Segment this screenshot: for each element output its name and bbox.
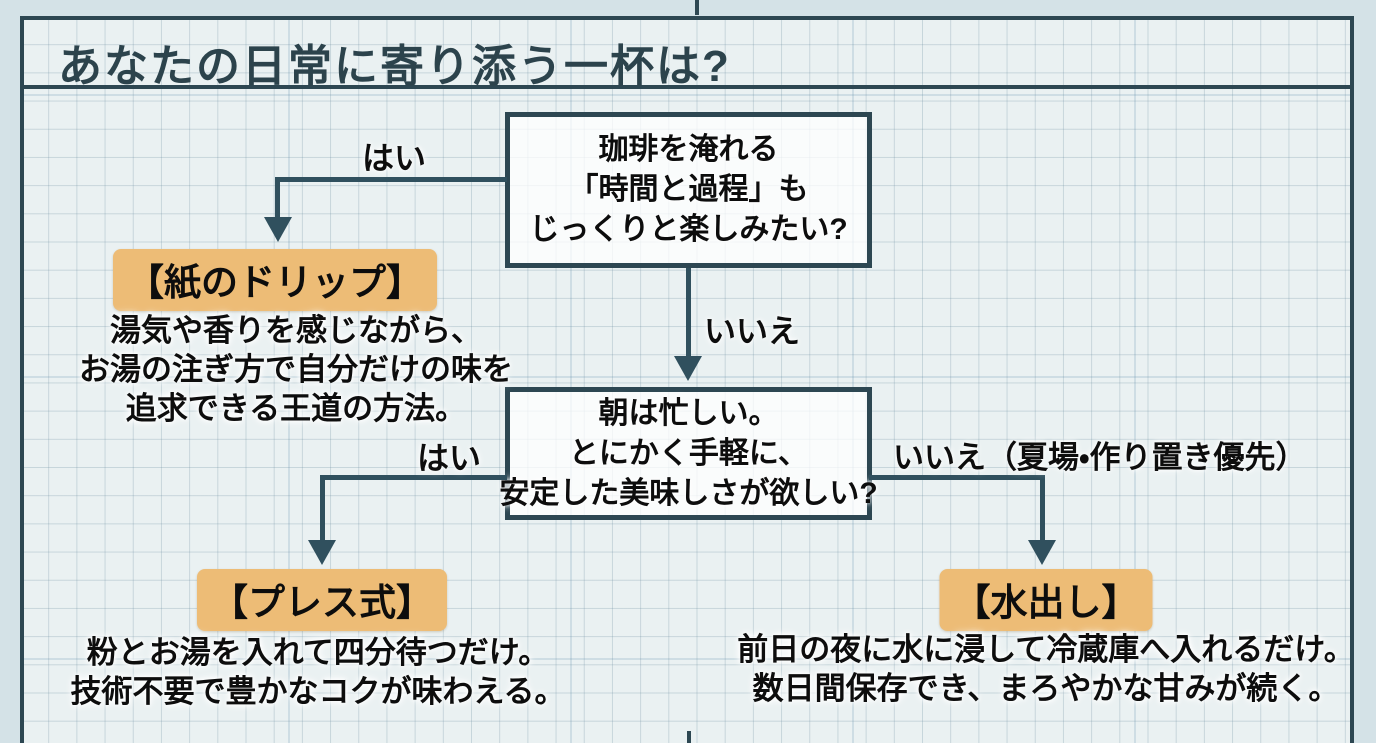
paper-drip-desc-line-3: 追求できる王道の方法。	[125, 391, 467, 426]
top-center-mark	[695, 0, 699, 15]
arrow-down-icon	[1028, 540, 1056, 565]
press-desc-line-1: 粉とお湯を入れて四分待つだけ。	[86, 635, 550, 670]
press-desc-line-2: 技術不要で豊かなコクが味わえる。	[70, 674, 566, 709]
page-title: あなたの日常に寄り添う一杯は?	[58, 42, 731, 91]
paper-drip-desc-line-2: お湯の注ぎ方で自分だけの味を	[79, 352, 513, 387]
paper-drip-desc-line-1: 湯気や香りを感じながら、	[110, 313, 482, 348]
decision-1-line-3: じっくりと楽しみたい?	[529, 213, 848, 246]
outcome-label-press: 【プレス式】	[197, 569, 447, 631]
bottom-center-mark	[687, 731, 691, 743]
connector-d1-yes-vertical	[275, 177, 280, 219]
decision-box-1: 珈琲を淹れる 「時間と過程」も じっくりと楽しみたい?	[505, 112, 872, 268]
cold-brew-desc-line-2: 数日間保存でき、まろやかな甘みが続く。	[752, 671, 1340, 706]
decision-box-2: 朝は忙しい。 とにかく手軽に、 安定した美味しさが欲しい?	[499, 387, 878, 520]
connector-d2-yes-vertical	[320, 475, 325, 542]
decision-2-line-2: とにかく手軽に、	[568, 436, 809, 470]
decision-1-line-1: 珈琲を淹れる	[598, 133, 779, 166]
outcome-label-cold-brew: 【水出し】	[939, 569, 1153, 631]
decision-1-line-2: 「時間と過程」も	[568, 173, 809, 206]
decision-2-line-3: 安定した美味しさが欲しい?	[499, 476, 878, 510]
arrow-down-icon	[308, 540, 336, 565]
outcome-desc-cold-brew: 前日の夜に水に浸して冷蔵庫へ入れるだけ。 数日間保存でき、まろやかな甘みが続く。	[737, 630, 1355, 708]
connector-d2-no-vertical	[1040, 475, 1045, 542]
connector-d2-no-horizontal	[869, 475, 1045, 480]
outcome-desc-paper-drip: 湯気や香りを感じながら、 お湯の注ぎ方で自分だけの味を 追求できる王道の方法。	[79, 311, 513, 428]
title-separator	[20, 85, 1354, 89]
decision-2-line-1: 朝は忙しい。	[598, 396, 779, 430]
branch-label-d2-yes: はい	[417, 440, 482, 476]
outcome-desc-press: 粉とお湯を入れて四分待つだけ。 技術不要で豊かなコクが味わえる。	[70, 633, 565, 711]
connector-d1-no-vertical	[686, 268, 691, 358]
connector-d1-yes-horizontal	[275, 177, 507, 182]
arrow-down-icon	[674, 356, 702, 381]
branch-label-d1-yes: はい	[362, 140, 427, 176]
connector-d2-yes-horizontal	[320, 475, 507, 480]
branch-label-d2-no: いいえ（夏場・作り置き優先）	[893, 440, 1307, 475]
branch-label-d1-no: いいえ	[704, 313, 801, 349]
arrow-down-icon	[264, 217, 292, 242]
outcome-label-paper-drip: 【紙のドリップ】	[113, 249, 437, 311]
cold-brew-desc-line-1: 前日の夜に水に浸して冷蔵庫へ入れるだけ。	[737, 632, 1355, 667]
